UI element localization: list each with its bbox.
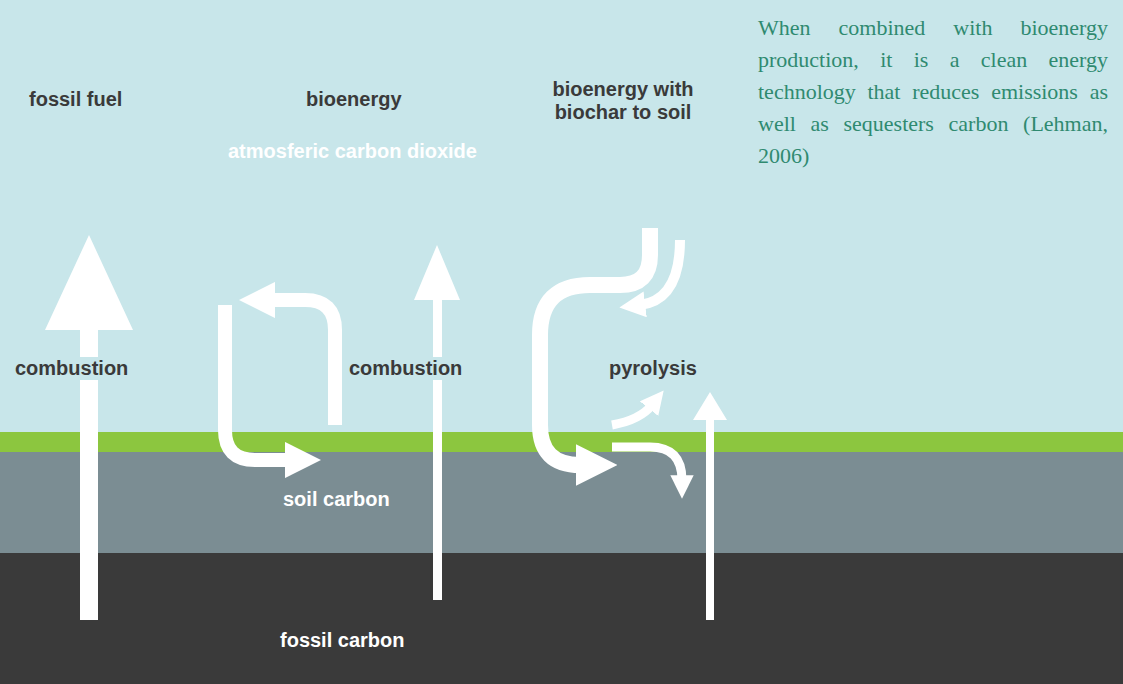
bioenergy-arrow xyxy=(414,245,460,600)
fossil-arrow xyxy=(45,235,133,620)
ground-strip xyxy=(0,432,1123,452)
process-label: fossil fuel xyxy=(26,88,125,111)
caption-note: When combined with bioenergy production,… xyxy=(758,12,1108,172)
process-label: combustion xyxy=(346,357,465,380)
process-label: pyrolysis xyxy=(606,357,700,380)
process-label: bioenergy xyxy=(303,88,405,111)
cycle-arrows xyxy=(225,228,682,480)
band-label: fossil carbon xyxy=(280,629,404,652)
carbon-band: soil carbon xyxy=(0,452,1123,553)
band-label: atmosferic carbon dioxide xyxy=(228,140,477,163)
carbon-band: fossil carbon xyxy=(0,553,1123,684)
process-label: bioenergy with biochar to soil xyxy=(545,78,701,124)
sky-band xyxy=(0,0,1123,432)
band-label: soil carbon xyxy=(283,488,390,511)
fossil-band xyxy=(0,553,1123,684)
pyrolysis-arrow xyxy=(693,392,727,620)
process-label: combustion xyxy=(12,357,131,380)
